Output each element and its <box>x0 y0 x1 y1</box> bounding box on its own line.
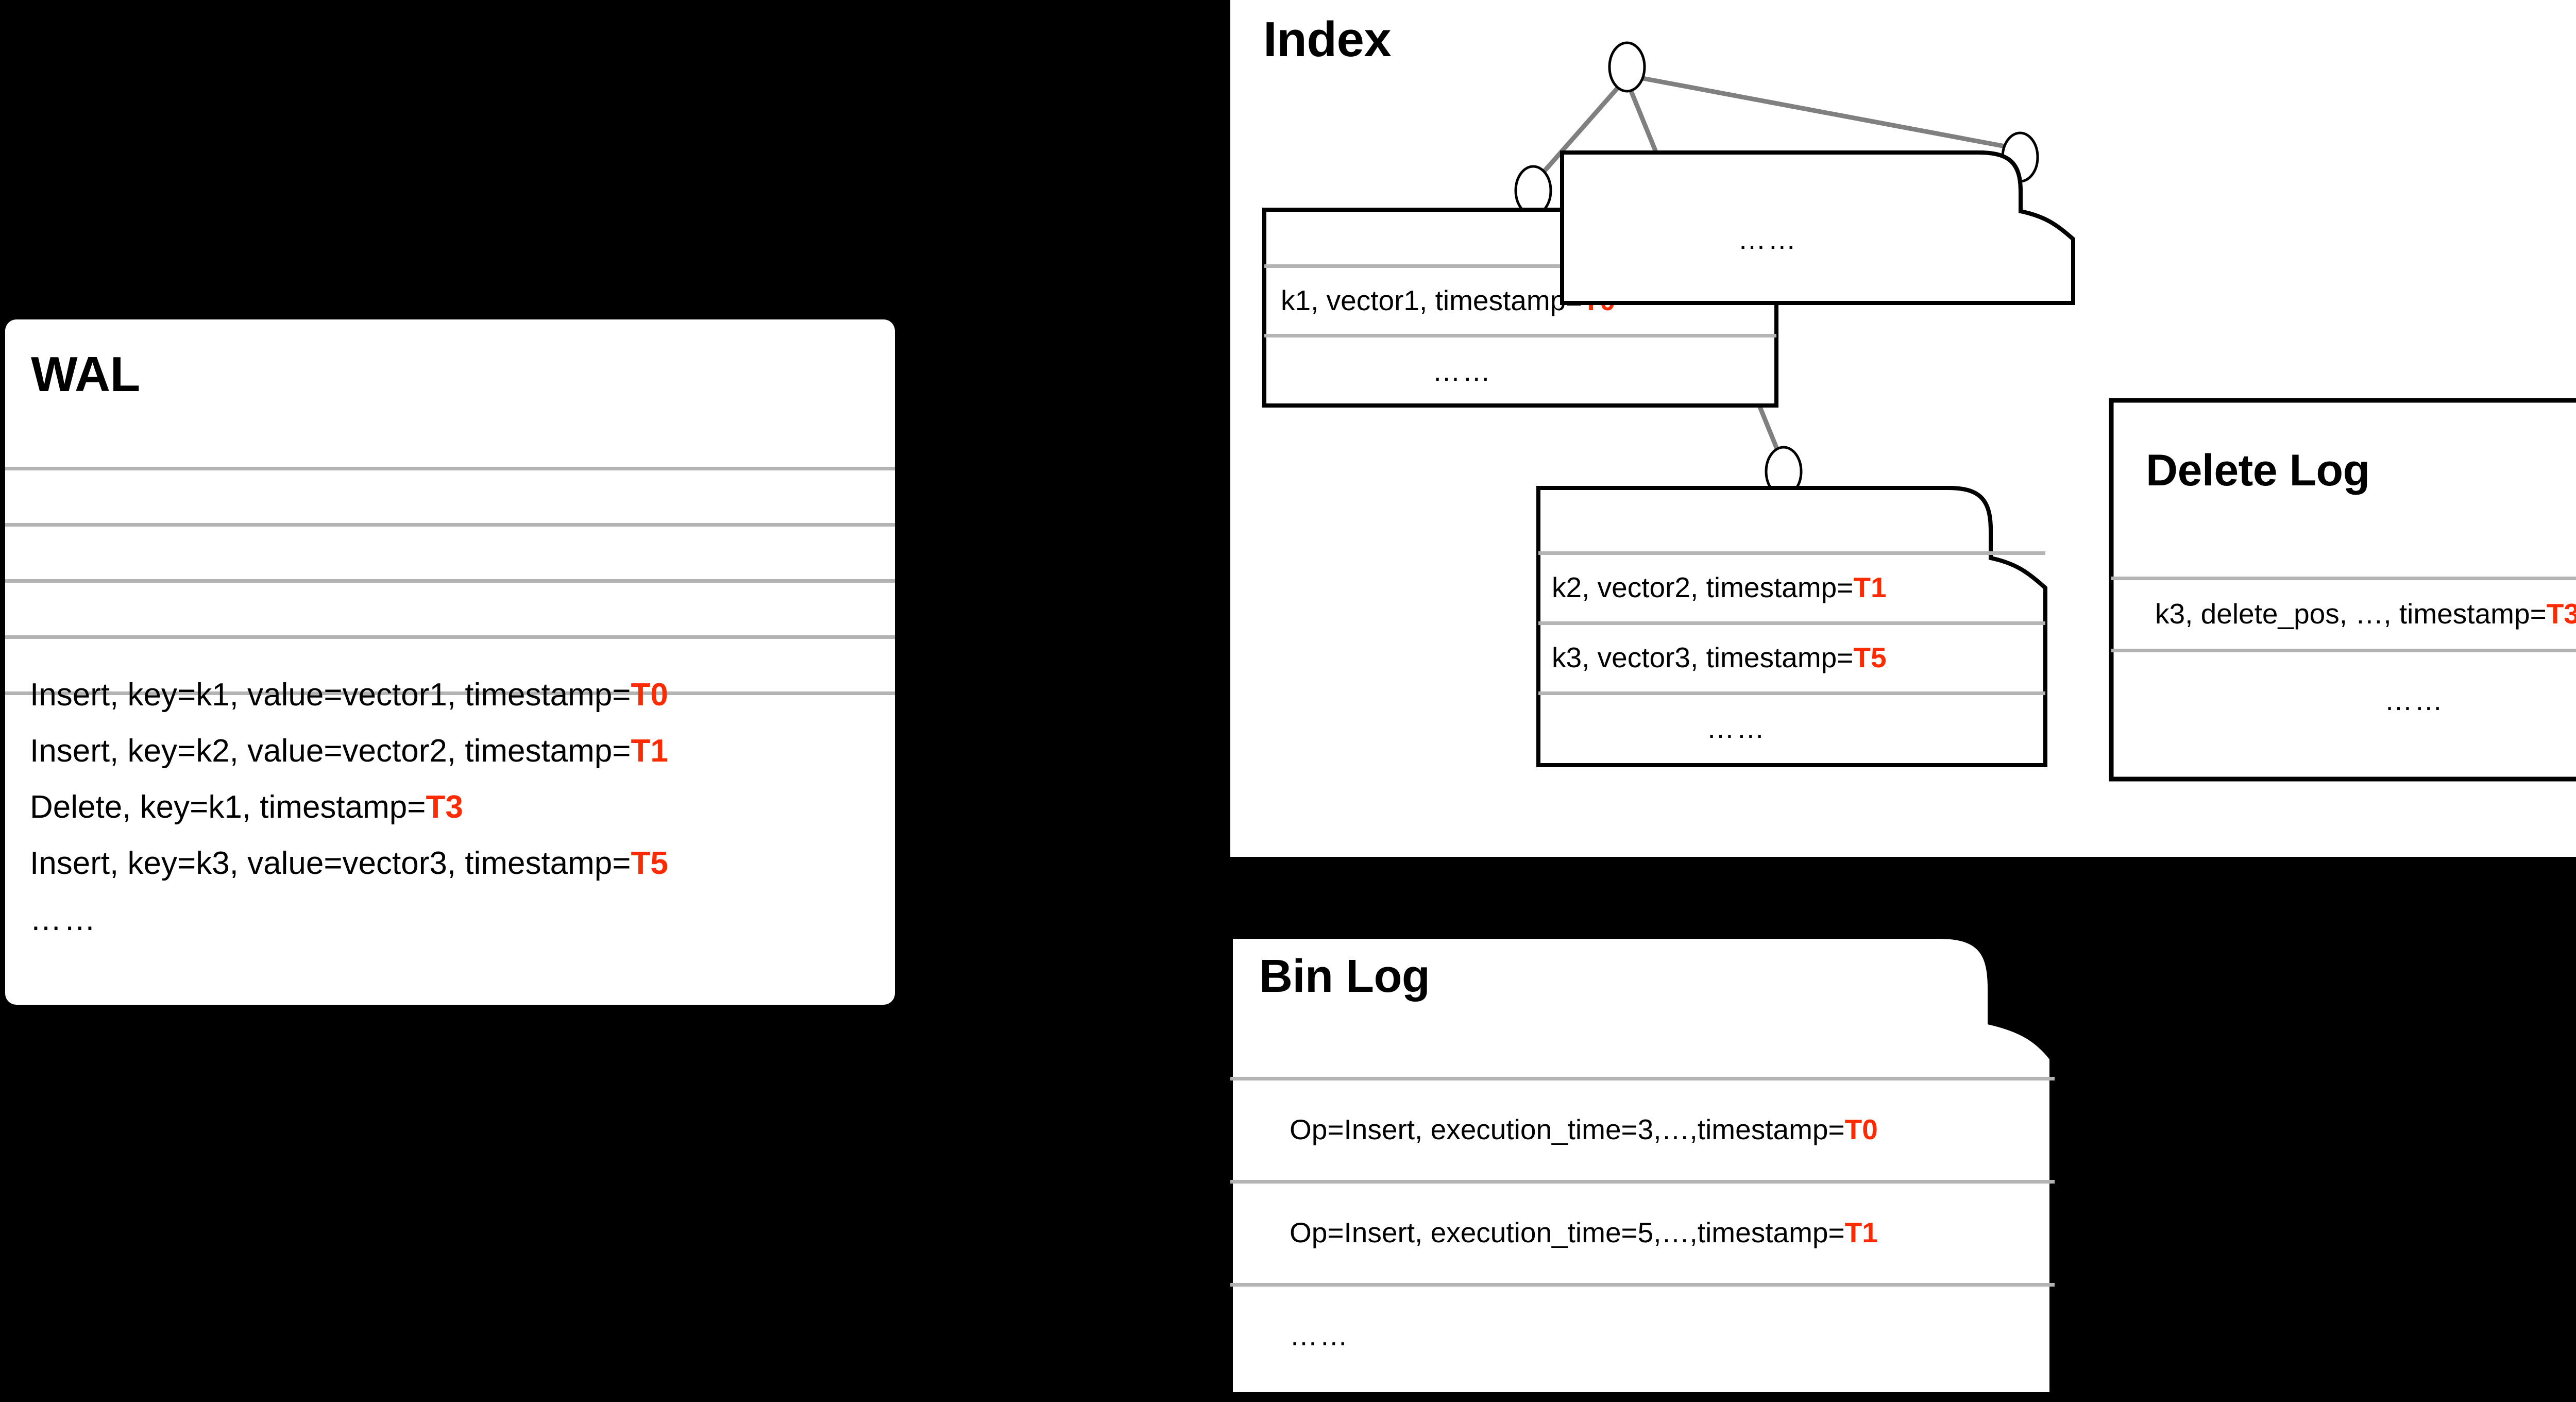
binlog-separator-2 <box>1230 1180 2055 1184</box>
binlog-row: Op=Insert, execution_time=3,…,timestamp=… <box>1290 1113 1878 1146</box>
wal-row-text: Insert, key=k2, value=vector2, timestamp… <box>30 733 631 769</box>
card-row-text: k2, vector2, timestamp= <box>1552 571 1854 603</box>
card-separator <box>1264 334 1776 337</box>
card-row-text: k1, vector1, timestamp= <box>1281 284 1583 316</box>
binlog-row-timestamp: T0 <box>1844 1113 1878 1145</box>
bin-log-card[interactable]: Op=Insert, execution_time=3,…,timestamp=… <box>1228 934 2086 1397</box>
card-separator <box>1538 551 2045 555</box>
wal-row-timestamp: T1 <box>631 733 668 769</box>
card-separator <box>1538 621 2045 625</box>
card-body <box>1560 150 2075 305</box>
wal-row: Insert, key=k2, value=vector2, timestamp… <box>30 735 668 767</box>
wal-row-timestamp: T5 <box>631 846 668 881</box>
card-fold <box>1938 934 2054 1060</box>
delete-log-card[interactable]: Delete Log k3, delete_pos, …, timestamp=… <box>2109 398 2576 782</box>
card-row: k3, delete_pos, …, timestamp=T3 <box>2155 597 2576 630</box>
card-row-timestamp: T5 <box>1853 641 1887 673</box>
card-row-ellipsis: …… <box>1706 712 1767 745</box>
card-row: k2, vector2, timestamp=T1 <box>1552 571 1887 604</box>
binlog-row-ellipsis: …… <box>1290 1319 1350 1352</box>
binlog-separator-3 <box>1230 1283 2055 1287</box>
wal-row-text: Insert, key=k1, value=vector1, timestamp… <box>30 677 631 713</box>
card-row-ellipsis: …… <box>1432 354 1493 387</box>
wal-row: Insert, key=k1, value=vector1, timestamp… <box>30 679 668 711</box>
index-card-3[interactable]: k2, vector2, timestamp=T1 k3, vector3, t… <box>1536 486 2052 767</box>
wal-row: Delete, key=k1, timestamp=T3 <box>30 791 463 823</box>
card-body <box>2109 398 2576 782</box>
card-row-text: k3, delete_pos, …, timestamp= <box>2155 598 2547 630</box>
binlog-separator-1 <box>1230 1077 2055 1080</box>
card-row: k3, vector3, timestamp=T5 <box>1552 641 1887 674</box>
card-fold <box>1978 150 2075 241</box>
wal-row-timestamp: T3 <box>426 789 463 825</box>
card-body <box>1536 486 2047 767</box>
card-separator <box>2111 577 2576 580</box>
delete-log-title: Delete Log <box>2146 446 2370 495</box>
wal-title: WAL <box>31 347 140 402</box>
binlog-row-text: Op=Insert, execution_time=5,…,timestamp= <box>1290 1217 1845 1248</box>
wal-separator-4 <box>5 635 895 639</box>
binlog-row: Op=Insert, execution_time=5,…,timestamp=… <box>1290 1216 1878 1249</box>
wal-separator-5 <box>5 691 895 695</box>
card-row-timestamp: T3 <box>2546 598 2576 630</box>
wal-separator-3 <box>5 579 895 583</box>
edge-root-to-right <box>1637 75 2016 151</box>
wal-row-ellipsis: …… <box>30 904 97 936</box>
wal-row-text: Insert, key=k3, value=vector3, timestamp… <box>30 846 631 881</box>
card-body <box>1228 934 2055 1397</box>
wal-separator-1 <box>5 467 895 470</box>
wal-separator-2 <box>5 523 895 527</box>
card-fold <box>1948 486 2047 589</box>
card-row-text: …… <box>1432 355 1493 387</box>
card-separator <box>1538 691 2045 695</box>
card-row-timestamp: T1 <box>1853 571 1887 603</box>
card-row-ellipsis: …… <box>2384 684 2445 717</box>
index-title: Index <box>1263 12 1392 67</box>
card-row-text: …… <box>1706 712 1767 744</box>
binlog-row-text: …… <box>1290 1320 1350 1352</box>
card-separator <box>1264 264 1776 268</box>
wal-row-text: …… <box>30 902 98 937</box>
root-node[interactable] <box>1608 41 1646 93</box>
card-separator <box>2111 649 2576 652</box>
card-row-text: …… <box>1738 223 1798 255</box>
index-card-2[interactable]: …… <box>1560 150 2075 305</box>
card-row-ellipsis: …… <box>1738 223 1798 256</box>
edge-root-to-left <box>1533 76 1629 183</box>
wal-row: Insert, key=k3, value=vector3, timestamp… <box>30 848 668 880</box>
bin-log-title: Bin Log <box>1259 951 1430 1002</box>
card-row-text: k3, vector3, timestamp= <box>1552 641 1854 673</box>
binlog-row-text: Op=Insert, execution_time=3,…,timestamp= <box>1290 1113 1845 1145</box>
wal-row-text: Delete, key=k1, timestamp= <box>30 789 426 825</box>
card-row-text: …… <box>2384 684 2445 716</box>
wal-row-timestamp: T0 <box>631 677 668 713</box>
wal-panel <box>5 319 895 1005</box>
binlog-row-timestamp: T1 <box>1844 1217 1878 1248</box>
